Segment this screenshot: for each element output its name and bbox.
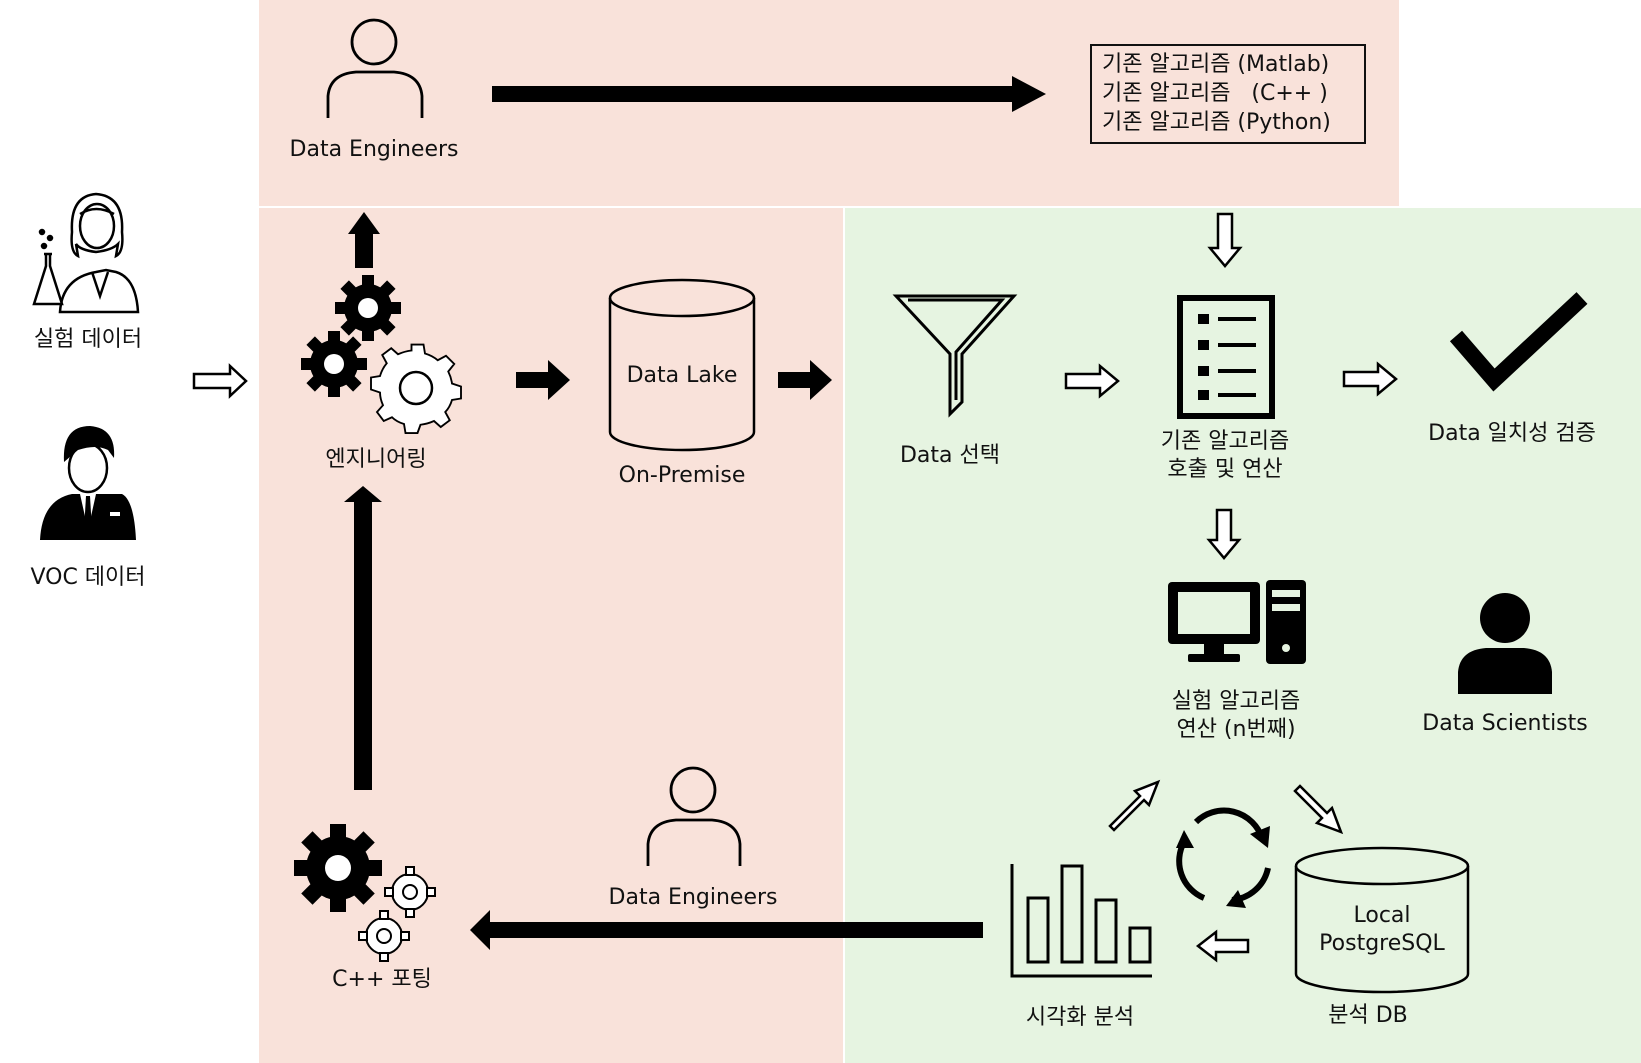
label-local-db-1: Local (1353, 903, 1411, 928)
label-existing-algo-call-2: 호출 및 연산 (1167, 457, 1283, 482)
label-data-consistency: Data 일치성 검증 (1428, 421, 1596, 446)
label-on-premise: On-Premise (618, 463, 746, 488)
solid-arrow-engineering-up (348, 212, 380, 268)
hollow-arrow-db-to-viz (1195, 929, 1250, 963)
refresh-cycle-icon (1176, 807, 1271, 903)
solid-arrow-viz-to-porting (470, 910, 983, 950)
hollow-arrow-data-to-engineering (192, 363, 248, 399)
solid-arrow-engineering-to-lake (516, 360, 570, 400)
label-exp-algo-1: 실험 알고리즘 (1171, 689, 1301, 714)
label-cpp-porting: C++ 포팅 (332, 967, 432, 992)
label-data-scientists: Data Scientists (1422, 711, 1588, 736)
hollow-arrow-select-to-call (1064, 363, 1120, 399)
funnel-icon (892, 294, 1018, 418)
label-voc-data: VOC 데이터 (30, 565, 146, 590)
person-outline-icon-top (326, 18, 424, 118)
solid-arrow-lake-to-select (778, 360, 832, 400)
label-exp-data: 실험 데이터 (33, 327, 143, 352)
algo-python: 기존 알고리즘 (Python) (1102, 110, 1331, 135)
label-data-engineers-top: Data Engineers (289, 137, 459, 162)
label-engineering: 엔지니어링 (325, 447, 427, 472)
label-visualization: 시각화 분석 (1025, 1005, 1135, 1030)
pink-region-top (259, 0, 1399, 206)
solid-arrow-porting-up (344, 486, 382, 790)
label-data-lake: Data Lake (626, 363, 738, 388)
label-analysis-db: 분석 DB (1328, 1003, 1408, 1028)
gears-icon-engineering (301, 275, 462, 434)
checklist-icon (1177, 295, 1275, 419)
algo-cpp: 기존 알고리즘 (C++ ) (1102, 81, 1328, 106)
businessman-icon (40, 426, 136, 540)
label-data-select: Data 선택 (899, 443, 1001, 468)
label-data-engineers-bottom: Data Engineers (608, 885, 778, 910)
hollow-arrow-call-to-compute (1206, 508, 1242, 560)
database-cylinder-icon-local (1294, 846, 1470, 994)
hollow-arrow-call-to-verify (1342, 361, 1398, 397)
solid-arrow-engineers-to-algos (492, 76, 1046, 112)
scientist-woman-icon (32, 192, 140, 314)
database-cylinder-icon-lake (608, 278, 756, 452)
hollow-arrow-compute-to-db (1293, 784, 1344, 835)
hollow-arrow-algos-down (1207, 212, 1243, 268)
existing-algorithms-box: 기존 알고리즘 (Matlab) 기존 알고리즘 (C++ ) 기존 알고리즘 … (1090, 44, 1366, 144)
checkmark-icon (1449, 292, 1588, 392)
refresh-cycle-arrowheads (1176, 826, 1270, 908)
person-solid-icon (1458, 593, 1552, 694)
hollow-arrow-viz-to-compute (1108, 779, 1161, 832)
algo-matlab: 기존 알고리즘 (Matlab) (1102, 52, 1330, 77)
bar-chart-icon (1010, 864, 1152, 978)
label-exp-algo-2: 연산 (n번째) (1176, 717, 1296, 742)
gears-icon-porting (294, 824, 436, 962)
label-existing-algo-call-1: 기존 알고리즘 (1160, 429, 1290, 454)
computer-icon (1168, 580, 1306, 664)
label-local-db-2: PostgreSQL (1319, 931, 1445, 956)
person-outline-icon-bottom (646, 766, 742, 866)
